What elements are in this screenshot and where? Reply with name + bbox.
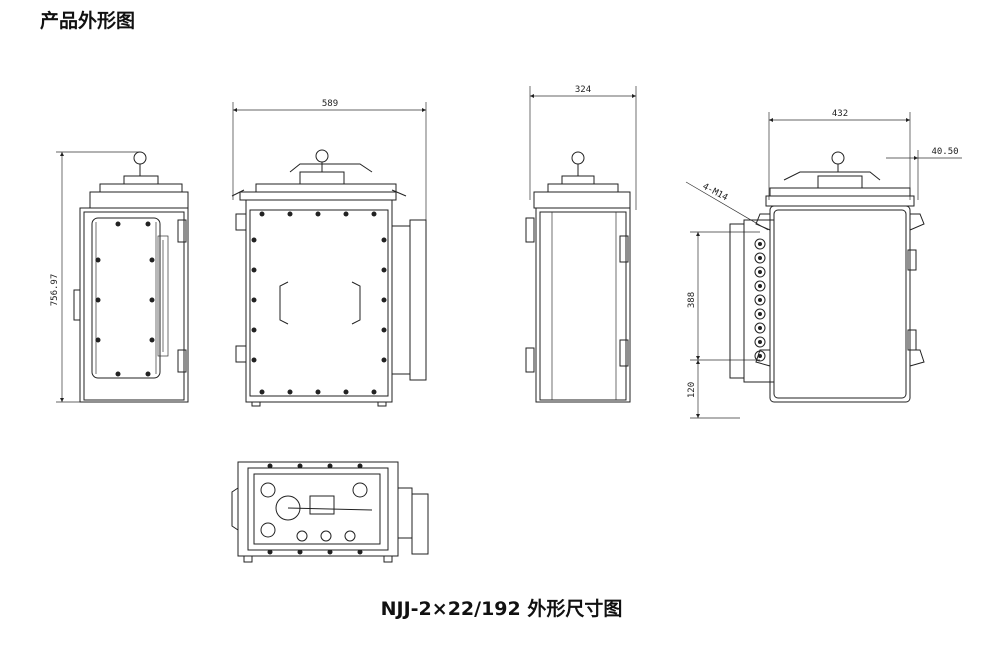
left-side-view: 756.97: [50, 151, 189, 403]
front-rim-bolts: [251, 211, 387, 395]
holes-leader: 4-M14: [685, 181, 769, 231]
top-view: [231, 461, 429, 563]
back-offset-dimension: 40.50: [886, 147, 962, 200]
height-dimension: 756.97: [50, 151, 140, 403]
figure-caption: NJJ-2×22/192 外形尺寸图: [380, 598, 623, 620]
side-width-dimension: 324: [529, 85, 637, 210]
page-title: 产品外形图: [40, 10, 136, 32]
holes-label: 4-M14: [701, 182, 730, 204]
hole-spacing-label: 388: [687, 292, 697, 308]
back-offset-label: 40.50: [931, 147, 958, 157]
height-dim-label: 756.97: [50, 274, 60, 307]
side-width-label: 324: [575, 85, 591, 95]
top-rim-bolts: [267, 463, 363, 555]
hole-bottom-label: 120: [687, 382, 697, 398]
front-width-dimension: 589: [232, 99, 427, 220]
cable-glands: [754, 238, 766, 362]
right-side-view: 324: [525, 85, 637, 403]
back-width-dimension: 432: [768, 109, 911, 200]
back-view: 432 40.50 4-M14 388 120: [685, 109, 962, 419]
front-view: 589: [231, 99, 427, 407]
back-width-label: 432: [832, 109, 848, 119]
hole-spacing-dimension: 388 120: [687, 231, 760, 419]
front-width-label: 589: [322, 99, 338, 109]
